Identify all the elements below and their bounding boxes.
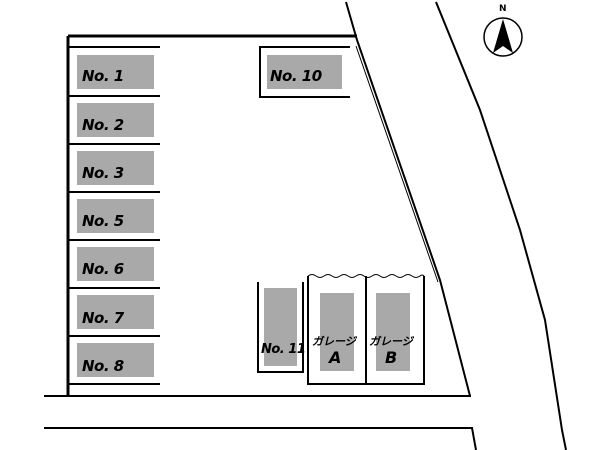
stall-2-fill [77,103,154,137]
stall-label-2: No. 2 [82,116,124,134]
stall-5-fill [77,199,154,233]
garage-a-letter: A [329,348,342,367]
stall-dividers [68,46,160,385]
stall-11-fill [264,288,297,366]
stall-label-3: No. 3 [82,164,124,182]
stall-label-7: No. 7 [82,309,124,327]
garage-b-title: ガレージ [369,335,413,348]
stall-label-5: No. 5 [82,212,124,230]
garage-roof-wavy [307,274,425,278]
compass-north-label: N [499,4,507,14]
street-curb-bottom [44,427,477,450]
road-hatch-line [355,45,439,283]
stall-6-fill [77,247,154,281]
stall-1-fill [77,55,154,89]
garage-b-letter: B [385,348,398,367]
stall-fills [77,55,154,377]
compass-icon [483,17,523,57]
road-right-curb [435,1,567,450]
stall-10-fill [267,55,342,89]
road-left-curb [345,1,471,397]
stall-7-fill [77,295,154,329]
stall-8-fill [77,343,154,377]
garage-a-fill [320,293,354,371]
stall-label-1: No. 1 [82,67,124,85]
stall-label-8: No. 8 [82,357,124,375]
stall-label-6: No. 6 [82,260,124,278]
stall-label-11: No. 11 [261,342,306,357]
stall-10-outline [259,46,350,98]
garage-b-fill [376,293,410,371]
stall-3-fill [77,151,154,185]
garage-a-title: ガレージ [312,335,356,348]
stall-label-10: No. 10 [270,67,322,85]
stall-11-outline [257,282,304,373]
